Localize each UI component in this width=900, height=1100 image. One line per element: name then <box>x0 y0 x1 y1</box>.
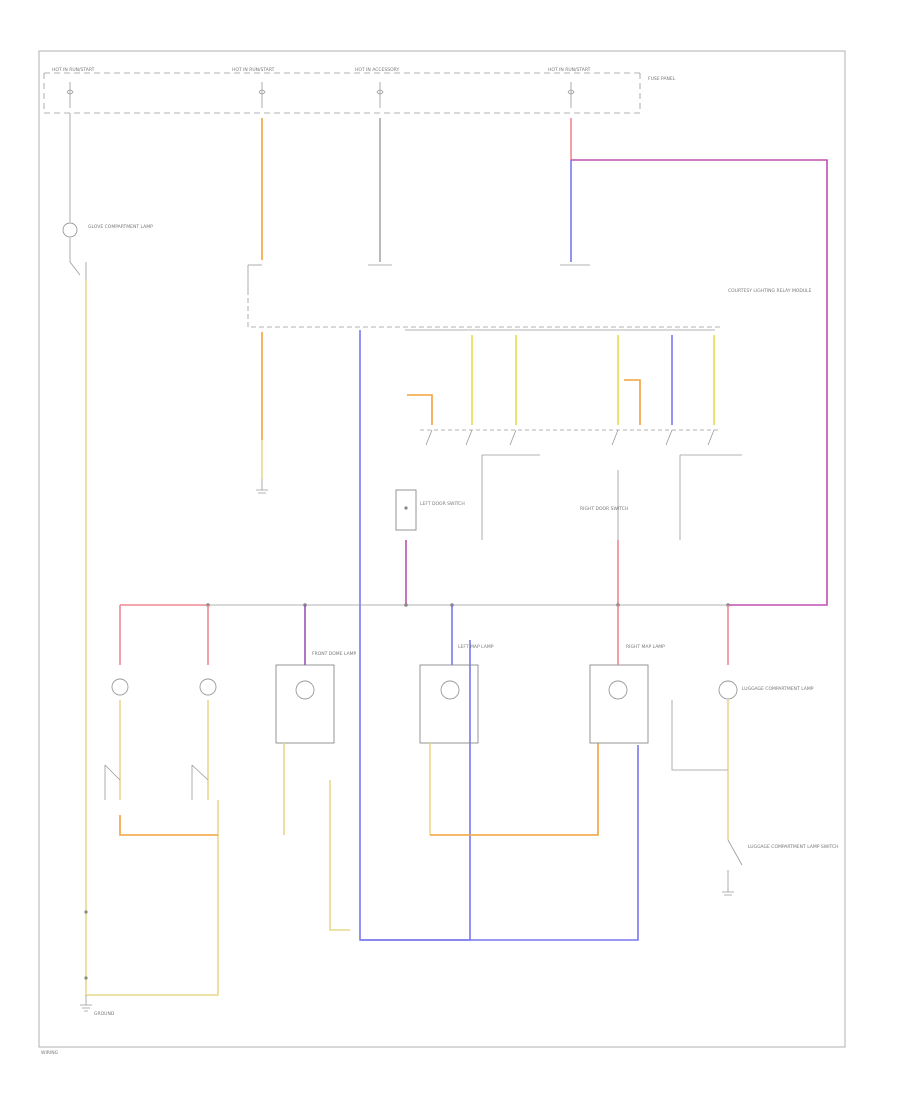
wire-blue-right <box>360 745 639 941</box>
ground-symbol-2 <box>256 478 268 494</box>
luggage-lamp-label: LUGGAGE COMPARTMENT LAMP <box>742 686 814 692</box>
ground-symbol <box>80 995 92 1012</box>
ground-label: GROUND <box>94 1011 115 1017</box>
glove-lamp <box>62 222 78 238</box>
ground-symbol-3 <box>722 885 734 896</box>
wire-blue-long <box>359 330 471 941</box>
left-map-lamp-label: LEFT MAP LAMP <box>458 644 494 650</box>
fuse-bar-label-2: HOT IN RUN/START <box>232 67 275 73</box>
wire-magenta-feed <box>571 159 828 606</box>
diagram-caption: WIRING <box>41 1050 59 1056</box>
fuse-1 <box>66 82 74 108</box>
connector-c1 <box>247 264 590 290</box>
fuse-3 <box>376 82 384 108</box>
relay-switches <box>405 329 742 456</box>
footwell-lamp-right <box>199 678 217 696</box>
front-dome-lamp-label: FRONT DOME LAMP <box>312 651 357 657</box>
fuse-2 <box>258 82 266 108</box>
fuse-bar-label-4: HOT IN RUN/START <box>548 67 591 73</box>
wire-orange-lower-left <box>119 815 218 836</box>
left-door-switch: LEFT DOOR SWITCH <box>395 489 465 531</box>
fuse-panel-label: FUSE PANEL <box>648 76 676 82</box>
glove-lamp-label: GLOVE COMPARTMENT LAMP <box>88 224 153 230</box>
luggage-switch-label: LUGGAGE COMPARTMENT LAMP SWITCH <box>748 844 839 850</box>
diagram-frame <box>38 50 846 1048</box>
fuse-bar-label-1: HOT IN RUN/START <box>52 67 95 73</box>
front-dome-lamp: FRONT DOME LAMP <box>275 651 357 744</box>
fuse-4 <box>567 82 575 108</box>
wire-yellow-left <box>85 280 219 996</box>
luggage-lamp <box>718 680 738 700</box>
fuse-panel: HOT IN RUN/START HOT IN RUN/START HOT IN… <box>43 67 676 114</box>
glove-lamp-circuit: GLOVE COMPARTMENT LAMP <box>62 113 153 280</box>
fuse-bar-label-3: HOT IN ACCESSORY <box>355 67 399 73</box>
wire-orange-map <box>430 743 599 836</box>
relay-module-outline <box>247 290 720 328</box>
footwell-lamp-left <box>111 678 129 696</box>
left-map-lamp: LEFT MAP LAMP <box>419 644 494 744</box>
left-door-switch-label: LEFT DOOR SWITCH <box>420 501 465 507</box>
right-map-lamp-label: RIGHT MAP LAMP <box>626 644 665 650</box>
relay-module-label: COURTESY LIGHTING RELAY MODULE <box>728 288 812 294</box>
luggage-switch <box>727 839 743 885</box>
right-door-switch-label: RIGHT DOOR SWITCH <box>580 506 628 512</box>
right-map-lamp: RIGHT MAP LAMP <box>589 644 665 744</box>
